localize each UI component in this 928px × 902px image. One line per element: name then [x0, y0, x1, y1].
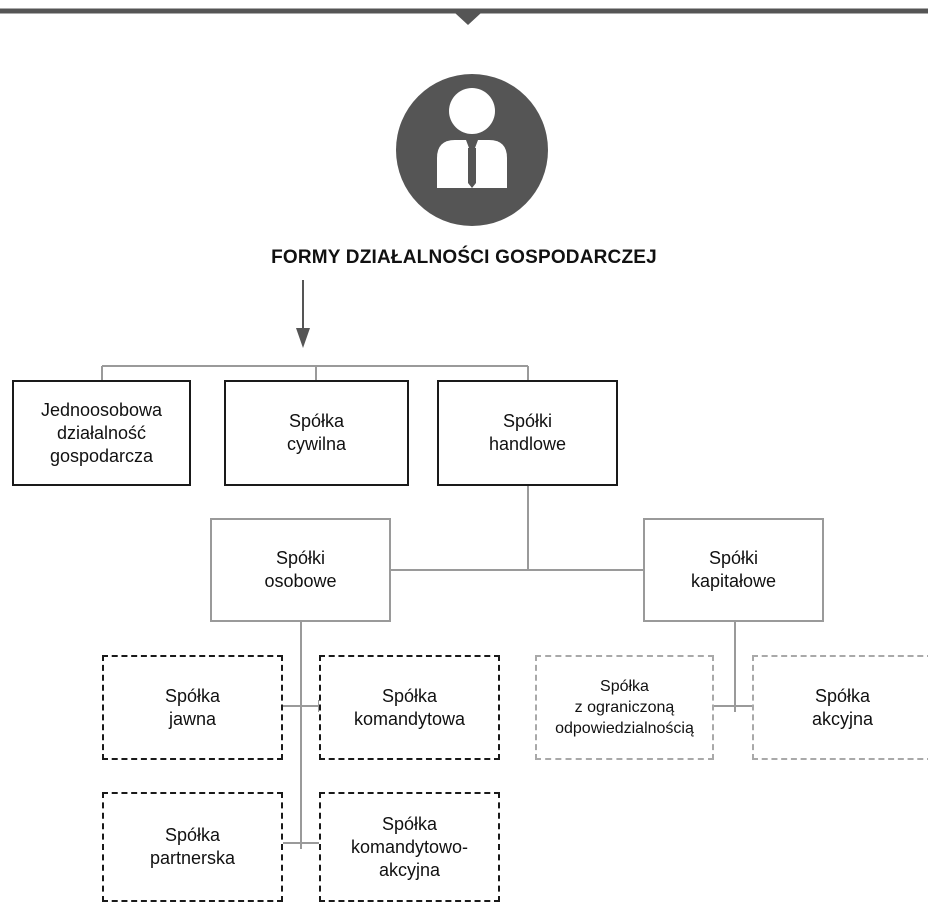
level2-connector [390, 484, 644, 571]
down-arrow-icon [296, 280, 310, 348]
kapitalowe-connector [714, 622, 752, 712]
node-spolka-partnerska: Spółka partnerska [102, 792, 283, 902]
node-spolka-komandytowa: Spółka komandytowa [319, 655, 500, 760]
node-spolki-osobowe: Spółki osobowe [210, 518, 391, 622]
node-spolka-zoo: Spółka z ograniczoną odpowiedzialnością [535, 655, 714, 760]
businessman-icon [396, 74, 548, 226]
node-spolka-akcyjna: Spółka akcyjna [752, 655, 928, 760]
node-spolki-handlowe: Spółki handlowe [437, 380, 618, 486]
level1-connector [101, 365, 529, 380]
node-spolka-jawna: Spółka jawna [102, 655, 283, 760]
node-jednoosobowa: Jednoosobowa działalność gospodarcza [12, 380, 191, 486]
osobowe-connector [283, 622, 320, 849]
node-spolka-komandytowo-akcyjna: Spółka komandytowo- akcyjna [319, 792, 500, 902]
page-title: FORMY DZIAŁALNOŚCI GOSPODARCZEJ [271, 247, 657, 268]
node-spolki-kapitalowe: Spółki kapitałowe [643, 518, 824, 622]
node-spolka-cywilna: Spółka cywilna [224, 380, 409, 486]
header-notch [455, 13, 481, 25]
